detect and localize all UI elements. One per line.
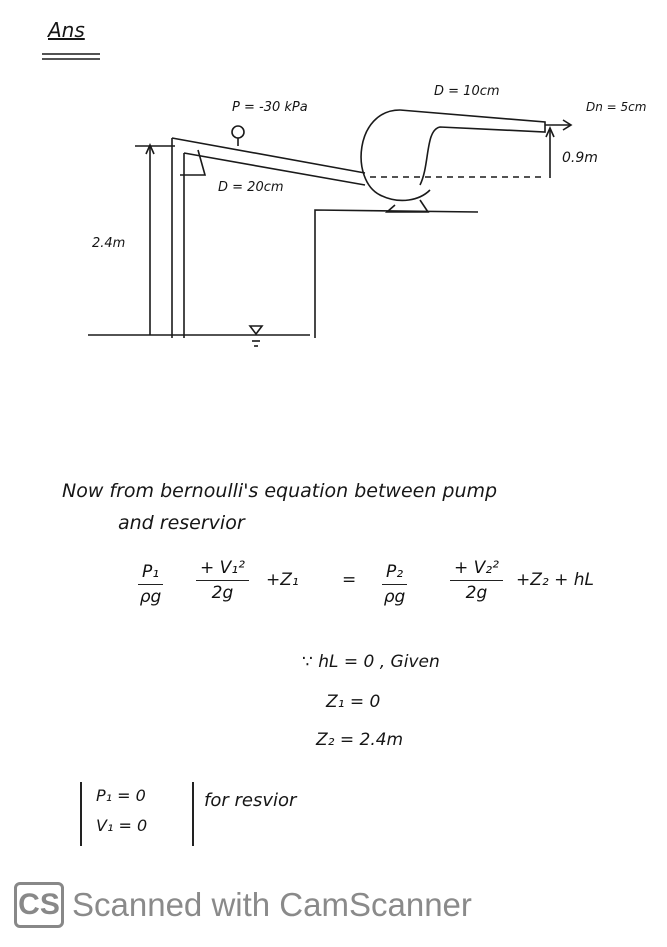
suction-pipe-bottom	[183, 152, 366, 186]
suction-height-label: 2.4m	[92, 236, 126, 251]
equals-sign: =	[342, 570, 357, 590]
camscanner-logo: CS	[14, 882, 64, 928]
heading: Ans	[48, 18, 85, 42]
lhs-velocity-term: + V₁² 2g	[196, 558, 249, 603]
lhs-pressure-term: P₁ ρg	[138, 562, 164, 607]
lhs-elevation-term: +Z₁	[266, 570, 299, 590]
condition-p1: P₁ = 0	[96, 786, 146, 805]
given-head-loss: ∵ hL = 0 , Given	[302, 652, 440, 672]
text-line-2: and reservior	[118, 512, 245, 534]
gauge-pressure-label: P = -30 kPa	[232, 100, 308, 115]
camscanner-watermark: CS Scanned with CamScanner	[14, 882, 472, 928]
pump-diagram	[42, 53, 573, 347]
watermark-text: Scanned with CamScanner	[72, 886, 472, 923]
reservoir-note: for resvior	[204, 790, 297, 811]
condition-v1: V₁ = 0	[96, 816, 148, 835]
suction-diameter-label: D = 20cm	[218, 180, 284, 195]
pressure-gauge-icon	[231, 125, 245, 139]
text-line-1: Now from bernoulli's equation between pu…	[62, 480, 498, 502]
nozzle-diameter-label: Dn = 5cm	[586, 100, 647, 114]
suction-pipe-top	[171, 137, 366, 174]
reservoir-conditions: P₁ = 0 V₁ = 0	[80, 782, 194, 846]
pump-stand	[384, 199, 430, 213]
rhs-velocity-term: + V₂² 2g	[450, 558, 503, 603]
rhs-pressure-term: P₂ ρg	[382, 562, 408, 607]
rhs-elevation-loss-terms: +Z₂ + hL	[516, 570, 595, 590]
nozzle-height-label: 0.9m	[562, 150, 598, 166]
given-z1: Z₁ = 0	[326, 692, 381, 712]
delivery-diameter-label: D = 10cm	[434, 84, 500, 99]
pump-casing	[360, 109, 431, 202]
given-z2: Z₂ = 2.4m	[316, 730, 404, 750]
